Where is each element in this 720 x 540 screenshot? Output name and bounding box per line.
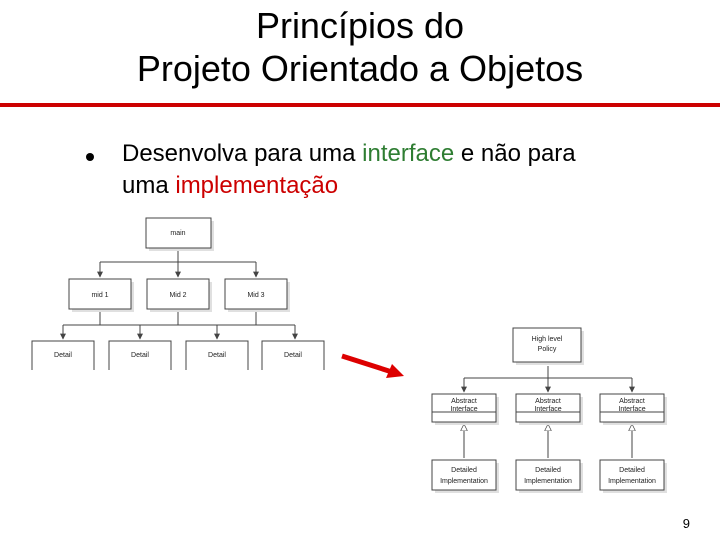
box-implementation-1: Detailed Implementation [431, 459, 499, 493]
box-impl1-label-line2: Implementation [440, 478, 488, 485]
slide-title: Princípios do Projeto Orientado a Objeto… [0, 4, 720, 90]
left-dependency-diagram: main mid 1 Mid 2 Mid 3 Detail Detail [20, 217, 340, 400]
implementation-word: implementação [175, 172, 339, 199]
box-abstract-interface-2: Abstract Interface [515, 393, 583, 425]
box-abs1-label-line1: Abstract [451, 398, 477, 405]
interface-word: interface [362, 140, 455, 167]
bullet-part1: Desenvolva para uma [122, 140, 363, 167]
box-mid3: Mid 3 [224, 278, 290, 312]
box-main-label: main [170, 230, 185, 237]
box-impl2-label-line2: Implementation [524, 478, 572, 485]
box-abs2-label-line2: Interface [534, 406, 561, 413]
box-mid2-label: Mid 2 [169, 292, 186, 299]
box-abs3-label-line1: Abstract [619, 398, 645, 405]
box-policy-label-line2: Policy [538, 346, 557, 353]
box-policy: High level Policy [512, 327, 584, 365]
box-abs3-label-line2: Interface [618, 406, 645, 413]
box-main: main [145, 217, 214, 251]
slide-title-line1: Princípios do [255, 5, 465, 46]
box-implementation-3: Detailed Implementation [599, 459, 667, 493]
bullet-part3: uma [122, 172, 176, 199]
box-mid1-label: mid 1 [91, 292, 108, 299]
bullet-part2: e não para [454, 140, 576, 167]
box-abs2-label-line1: Abstract [535, 398, 561, 405]
page-number: 9 [682, 516, 690, 531]
box-policy-label-line1: High level [532, 336, 563, 343]
box-abstract-interface-1: Abstract Interface [431, 393, 499, 425]
box-abstract-interface-3: Abstract Interface [599, 393, 667, 425]
box-detail1-label: Detail [54, 352, 72, 359]
box-detail2-label: Detail [131, 352, 149, 359]
box-detail3-label: Detail [208, 352, 226, 359]
box-impl2-label-line1: Detailed [535, 467, 561, 474]
bullet-text: Desenvolva para uma interface e não para… [122, 138, 682, 202]
box-mid1: mid 1 [68, 278, 134, 312]
right-abstraction-diagram: High level Policy Abstract Interface Abs… [431, 327, 667, 493]
box-impl3-label-line1: Detailed [619, 467, 645, 474]
box-mid2: Mid 2 [146, 278, 212, 312]
box-abs1-label-line2: Interface [450, 406, 477, 413]
slide-title-line2: Projeto Orientado a Objetos [136, 48, 584, 89]
red-transition-arrow [341, 353, 404, 378]
box-impl3-label-line2: Implementation [608, 478, 656, 485]
box-mid3-label: Mid 3 [247, 292, 264, 299]
title-divider [0, 103, 720, 107]
box-impl1-label-line1: Detailed [451, 467, 477, 474]
box-implementation-2: Detailed Implementation [515, 459, 583, 493]
box-detail4-label: Detail [284, 352, 302, 359]
bullet-dot [86, 153, 94, 161]
